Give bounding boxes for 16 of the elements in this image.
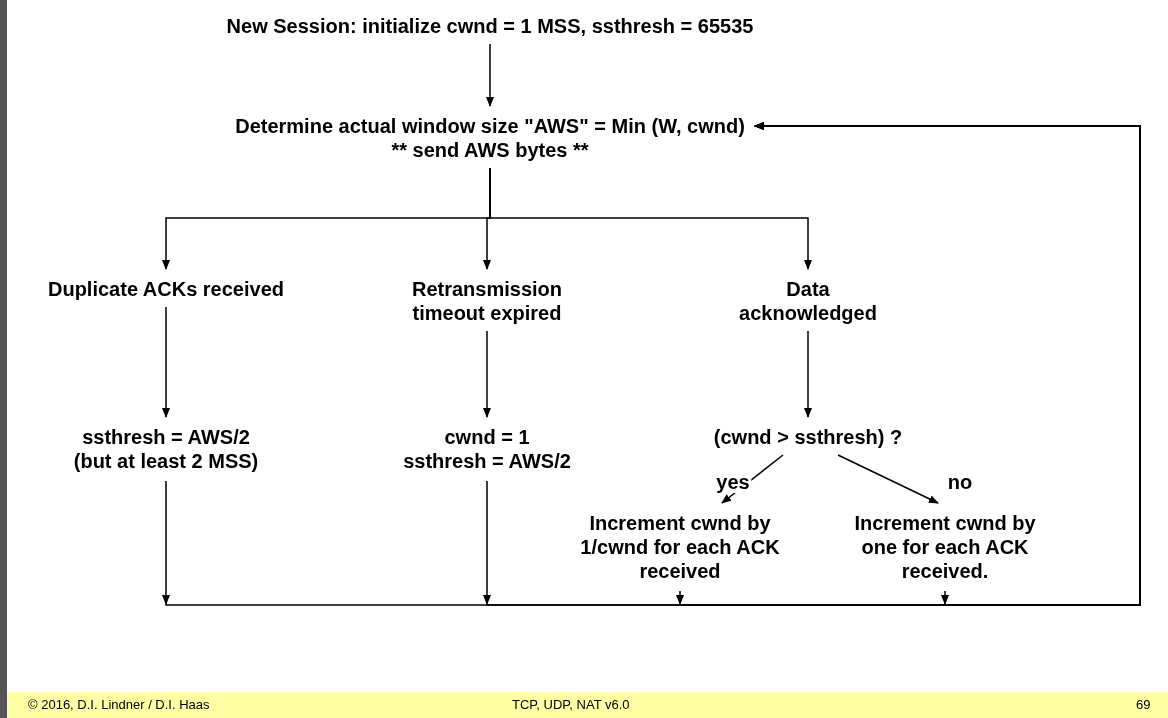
- step-text: Data acknowledged: [738, 277, 878, 325]
- step-text: ssthresh = AWS/2: [81, 425, 251, 449]
- footer-text: TCP, UDP, NAT v6.0: [512, 697, 630, 712]
- footer-text: 69: [1136, 697, 1151, 712]
- step-text: New Session: initialize cwnd = 1 MSS, ssthresh = 65535: [226, 14, 754, 38]
- step-text: (but at least 2 MSS): [73, 449, 259, 473]
- step-text: Duplicate ACKs received: [48, 277, 284, 301]
- step-text: Determine actual window size "AWS" = Min (W, cwnd): [235, 114, 745, 138]
- step-text: ** send AWS bytes **: [390, 138, 590, 162]
- footer-text: © 2016, D.I. Lindner / D.I. Haas: [28, 697, 210, 712]
- step-text: Retransmission timeout expired: [410, 277, 564, 325]
- step-text: (cwnd > ssthresh) ?: [713, 425, 903, 449]
- step-text: Increment cwnd by 1/cwnd for each ACK received: [579, 511, 781, 583]
- step-text: cwnd = 1: [443, 425, 531, 449]
- step-text: Increment cwnd by one for each ACK received.: [853, 511, 1037, 583]
- step-text: ssthresh = AWS/2: [403, 449, 571, 473]
